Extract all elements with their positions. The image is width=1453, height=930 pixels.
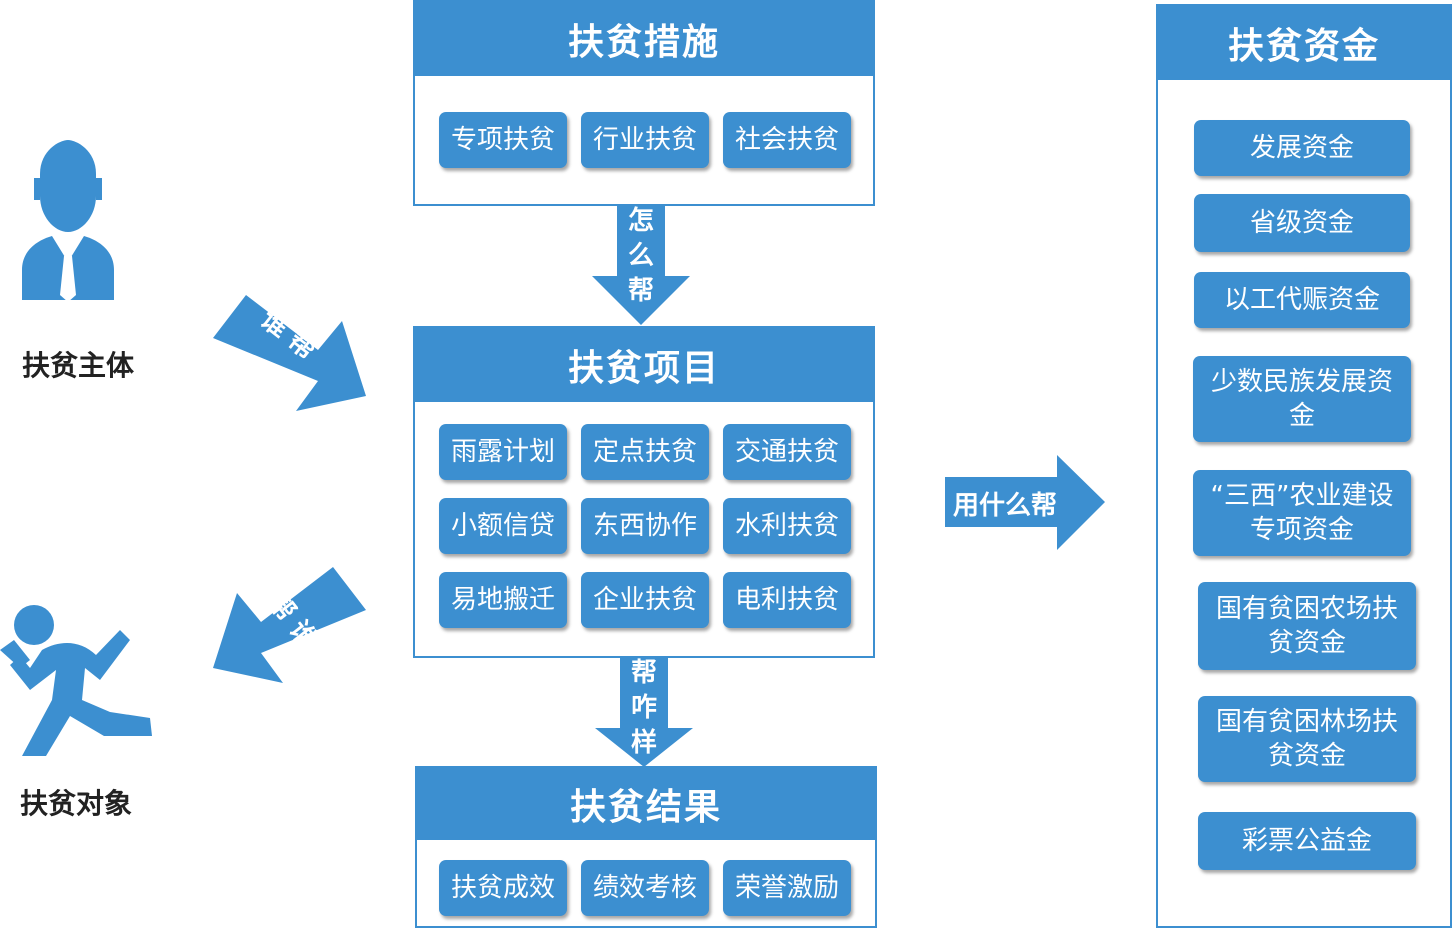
project-item: 雨露计划 [439, 424, 567, 480]
arrow-help-whom [213, 567, 366, 683]
arrow-result-char-3: 样 [630, 728, 657, 758]
measures-title: 扶贫措施 [415, 2, 873, 76]
arrow-result [595, 658, 693, 767]
project-item: 电利扶贫 [723, 572, 851, 628]
result-item: 绩效考核 [581, 860, 709, 916]
arrow-who-helps [213, 295, 366, 411]
measure-item: 行业扶贫 [581, 112, 709, 168]
arrow-funds [945, 455, 1105, 550]
arrow-how-char-3: 帮 [627, 276, 654, 306]
project-item: 定点扶贫 [581, 424, 709, 480]
arrow-how [592, 206, 690, 325]
measure-item: 社会扶贫 [723, 112, 851, 168]
project-item: 水利扶贫 [723, 498, 851, 554]
arrow-how-char-2: 么 [627, 241, 654, 271]
project-item: 东西协作 [581, 498, 709, 554]
object-label: 扶贫对象 [20, 787, 133, 820]
fund-item: 国有贫困农场扶贫资金 [1198, 582, 1416, 670]
fund-item: 彩票公益金 [1198, 812, 1416, 870]
measures-box: 扶贫措施 专项扶贫 行业扶贫 社会扶贫 [413, 0, 875, 206]
projects-box: 扶贫项目 雨露计划 定点扶贫 交通扶贫 小额信贷 东西协作 水利扶贫 易地搬迁 … [413, 326, 875, 658]
projects-title: 扶贫项目 [415, 328, 873, 402]
fund-item: 发展资金 [1194, 120, 1410, 176]
measure-item: 专项扶贫 [439, 112, 567, 168]
subject-label: 扶贫主体 [22, 349, 135, 382]
running-person-icon [0, 605, 152, 756]
fund-item: 少数民族发展资金 [1193, 356, 1411, 442]
arrow-funds-text: 用什么帮 [953, 491, 1058, 521]
fund-item: 国有贫困林场扶贫资金 [1198, 696, 1416, 782]
businessman-icon [22, 140, 114, 302]
arrow-result-char-2: 咋 [630, 693, 657, 723]
results-box: 扶贫结果 扶贫成效 绩效考核 荣誉激励 [415, 766, 877, 928]
project-item: 小额信贷 [439, 498, 567, 554]
project-item: 易地搬迁 [439, 572, 567, 628]
funds-title: 扶贫资金 [1158, 6, 1450, 80]
result-item: 扶贫成效 [439, 860, 567, 916]
fund-item: 省级资金 [1194, 194, 1410, 252]
fund-item: “三西”农业建设专项资金 [1193, 470, 1411, 556]
project-item: 交通扶贫 [723, 424, 851, 480]
arrow-result-text: 帮 咋 样 [624, 656, 664, 761]
arrow-result-char-1: 帮 [630, 658, 657, 688]
result-item: 荣誉激励 [723, 860, 851, 916]
results-title: 扶贫结果 [417, 768, 875, 840]
arrow-how-text: 怎 么 帮 [621, 204, 661, 309]
arrow-how-char-1: 怎 [627, 206, 654, 236]
fund-item: 以工代赈资金 [1194, 272, 1410, 328]
funds-box: 扶贫资金 发展资金 省级资金 以工代赈资金 少数民族发展资金 “三西”农业建设专… [1156, 4, 1452, 928]
project-item: 企业扶贫 [581, 572, 709, 628]
